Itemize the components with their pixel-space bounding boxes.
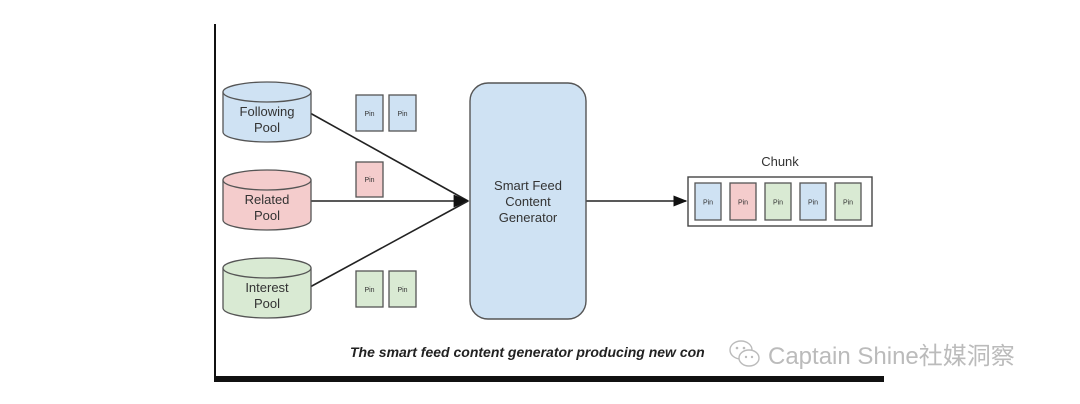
pool-label-line2: Pool: [254, 208, 280, 223]
pin-interest-1: Pin: [355, 270, 384, 308]
smart-feed-generator: Smart Feed Content Generator: [469, 82, 587, 320]
pool-label-line1: Related: [245, 192, 290, 207]
pool-following: Following Pool: [222, 81, 312, 143]
connector-following: [309, 112, 469, 202]
chunk-pin: Pin: [764, 182, 792, 221]
chunk-pin: Pin: [799, 182, 827, 221]
frame-left-border: [214, 24, 216, 380]
figure-caption: The smart feed content generator produci…: [350, 344, 705, 360]
generator-label-line3: Generator: [499, 210, 558, 225]
pin-label: Pin: [397, 287, 407, 294]
chunk-pin-label: Pin: [738, 200, 748, 207]
pin-label: Pin: [397, 111, 407, 118]
generator-label-line2: Content: [505, 194, 551, 209]
pool-label-line2: Pool: [254, 296, 280, 311]
watermark-text: Captain Shine社媒洞察: [768, 343, 1015, 370]
pin-following-1: Pin: [355, 94, 384, 132]
pool-label-line1: Following: [240, 104, 295, 119]
pin-interest-2: Pin: [388, 270, 417, 308]
chunk-pin: Pin: [694, 182, 722, 221]
chunk-pin: Pin: [834, 182, 862, 221]
generator-label-line1: Smart Feed: [494, 178, 562, 193]
chunk-pins: Pin Pin Pin Pin Pin: [694, 182, 862, 221]
pin-label: Pin: [364, 111, 374, 118]
watermark: Captain Shine社媒洞察: [728, 336, 1015, 371]
pin-label: Pin: [364, 287, 374, 294]
frame-bottom-border: [214, 376, 884, 382]
chunk-pin-label: Pin: [843, 200, 853, 207]
pool-interest: Interest Pool: [222, 257, 312, 319]
connector-interest: [309, 200, 469, 288]
pool-label-line2: Pool: [254, 120, 280, 135]
chunk-pin: Pin: [729, 182, 757, 221]
chunk-pin-label: Pin: [808, 200, 818, 207]
pool-label-line1: Interest: [245, 280, 289, 295]
pin-following-2: Pin: [388, 94, 417, 132]
chunk-pin-label: Pin: [703, 200, 713, 207]
pin-related-1: Pin: [355, 161, 384, 198]
pin-label: Pin: [364, 177, 374, 184]
pool-related: Related Pool: [222, 169, 312, 231]
wechat-icon: [729, 339, 760, 367]
chunk-title: Chunk: [761, 154, 799, 169]
chunk-pin-label: Pin: [773, 200, 783, 207]
